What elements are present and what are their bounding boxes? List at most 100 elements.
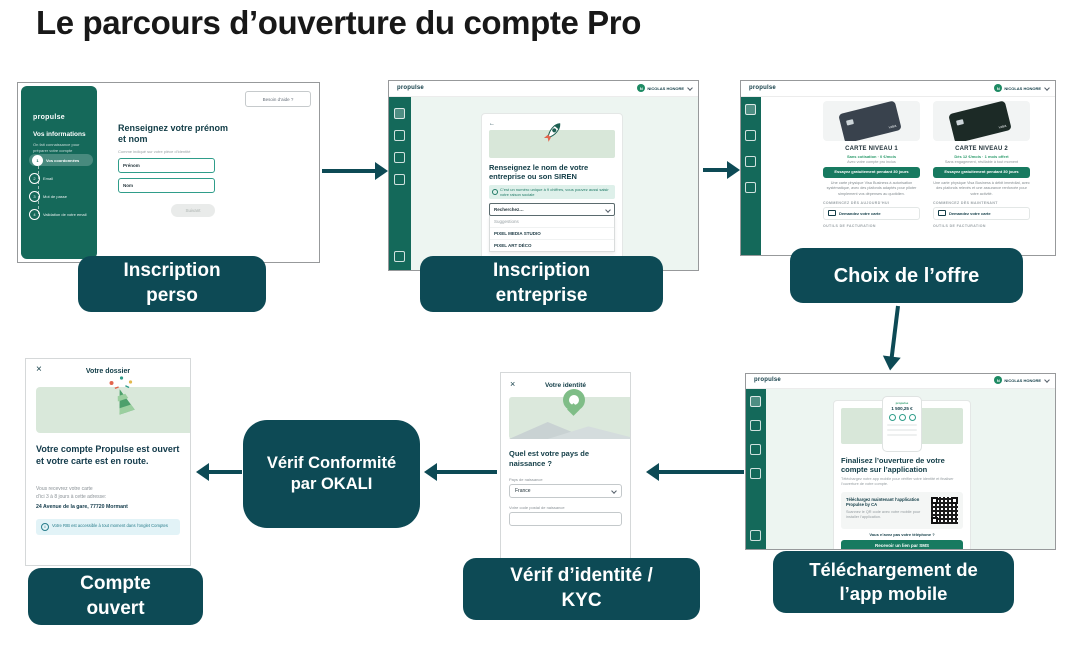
step-item-coordonnees[interactable]: 1 Vos coordonnées bbox=[29, 154, 93, 166]
home-icon[interactable] bbox=[750, 396, 761, 407]
settings-icon[interactable] bbox=[394, 251, 405, 262]
nav-rail bbox=[741, 96, 761, 255]
step-item-validation[interactable]: 4 Validation de votre email bbox=[29, 208, 87, 220]
rib-info-box: i Votre RIB est accessible à tout moment… bbox=[36, 519, 180, 535]
close-icon[interactable]: × bbox=[510, 379, 516, 389]
qr-box-text: Scannez le QR code avec votre mobile pou… bbox=[846, 510, 921, 520]
sidebar-subtext: On fait connaissance pour préparer votre… bbox=[33, 142, 80, 153]
step-number: 2 bbox=[29, 172, 40, 184]
chevron-down-icon bbox=[1044, 377, 1050, 383]
party-popper-icon bbox=[109, 376, 135, 415]
phone-mockup: propulse 1 500,25 € bbox=[882, 396, 922, 452]
accounts-icon[interactable] bbox=[750, 420, 761, 431]
invoices-icon[interactable] bbox=[750, 468, 761, 479]
arrow-offer-to-app bbox=[889, 305, 900, 358]
offer-title: CARTE NIVEAU 2 bbox=[955, 146, 1008, 152]
chevron-down-icon bbox=[1044, 85, 1050, 91]
sms-link-button[interactable]: Recevoir un lien par SMS bbox=[841, 539, 963, 549]
phone-list-row bbox=[887, 424, 917, 426]
form-heading: Renseignez votre prénom et nom bbox=[118, 123, 229, 145]
step-item-password[interactable]: 3 Mot de passe bbox=[29, 190, 67, 202]
order-card-row[interactable]: Demandez votre carte bbox=[933, 206, 1030, 220]
user-name: NICOLAS HONORE bbox=[647, 85, 684, 91]
invoices-icon[interactable] bbox=[745, 182, 756, 193]
avatar: N bbox=[637, 84, 646, 92]
next-button[interactable]: Suivant bbox=[171, 204, 215, 217]
node-verif-identite-kyc: Vérif d’identité / KYC bbox=[463, 558, 700, 620]
rib-info-text: Votre RIB est accessible à tout moment d… bbox=[52, 523, 168, 528]
download-heading: Finalisez l’ouverture de votre compte su… bbox=[841, 456, 945, 475]
node-compte-ouvert: Compte ouvert bbox=[28, 568, 203, 625]
invoices-icon[interactable] bbox=[394, 174, 405, 185]
offer-note: Sans engagement, résiliable à tout momen… bbox=[944, 160, 1019, 164]
download-card: propulse 1 500,25 € Finalisez l’ouvertur… bbox=[833, 396, 971, 549]
country-value: France bbox=[515, 488, 531, 494]
info-icon: i bbox=[41, 523, 49, 531]
location-pin-icon bbox=[562, 389, 585, 416]
country-label: Pays de naissance bbox=[509, 477, 543, 482]
visa-logo: VISA bbox=[998, 123, 1008, 130]
offer-card-level2: VISA CARTE NIVEAU 2 Dès 12 €/mois · 1 mo… bbox=[933, 101, 1030, 228]
cards-icon[interactable] bbox=[750, 444, 761, 455]
user-menu[interactable]: N NICOLAS HONORE bbox=[994, 84, 1050, 92]
cards-icon[interactable] bbox=[394, 152, 405, 163]
propulse-logo: propulse bbox=[754, 377, 781, 383]
phone-balance: 1 500,25 € bbox=[891, 406, 913, 411]
suggestions-dropdown: Suggestions PIXEL MEDIA STUDIO PIXEL ART… bbox=[489, 216, 615, 253]
chevron-down-icon bbox=[687, 85, 693, 91]
settings-icon[interactable] bbox=[750, 530, 761, 541]
try-free-button[interactable]: Essayez gratuitement pendant 30 jours bbox=[933, 167, 1030, 178]
offer-promo: Dès 12 €/mois · 1 mois offert bbox=[954, 154, 1009, 159]
firstname-field[interactable]: Prénom bbox=[118, 158, 215, 173]
screenshot-app-download: propulse N NICOLAS HONORE propulse 1 500… bbox=[745, 373, 1056, 550]
node-verif-conformite-okali: Vérif Conformité par OKALI bbox=[243, 420, 420, 528]
cards-icon[interactable] bbox=[745, 156, 756, 167]
try-free-button[interactable]: Essayez gratuitement pendant 30 jours bbox=[823, 167, 920, 178]
phone-list-row bbox=[887, 434, 917, 436]
pin-banner bbox=[509, 389, 630, 439]
country-select[interactable]: France bbox=[509, 484, 622, 498]
user-menu[interactable]: N NICOLAS HONORE bbox=[994, 376, 1050, 384]
card-image-level1: VISA bbox=[823, 101, 920, 141]
qr-box: Téléchargez maintenant l’application Pro… bbox=[841, 491, 963, 529]
home-icon[interactable] bbox=[745, 104, 756, 115]
accounts-icon[interactable] bbox=[394, 130, 405, 141]
home-icon[interactable] bbox=[394, 108, 405, 119]
accounts-icon[interactable] bbox=[745, 130, 756, 141]
arrow-okali-to-open bbox=[196, 463, 242, 481]
suggestion-item[interactable]: PIXEL ART DÉCO bbox=[490, 239, 614, 251]
suggestion-item[interactable]: Suggestions bbox=[494, 219, 519, 225]
qr-code bbox=[931, 496, 958, 524]
back-arrow-icon[interactable]: ← bbox=[489, 121, 495, 127]
lastname-field[interactable]: Nom bbox=[118, 178, 215, 193]
postal-input[interactable] bbox=[509, 512, 622, 526]
no-phone-link[interactable]: Vous n’avez pas votre téléphone ? bbox=[869, 531, 935, 537]
step-number: 4 bbox=[29, 208, 40, 220]
suggestion-item[interactable]: PIXEL MEDIA STUDIO bbox=[490, 227, 614, 239]
step-connector bbox=[38, 166, 39, 214]
close-icon[interactable]: × bbox=[36, 364, 42, 375]
node-label-line: entreprise bbox=[495, 285, 588, 306]
order-card-label: Demandez votre carte bbox=[839, 210, 881, 216]
offer-section-label: COMMENCEZ DÈS AUJOURD’HUI bbox=[823, 200, 890, 205]
node-label-line: Vérif Conformité bbox=[266, 453, 397, 472]
siren-hint: C’est un numéro unique à 9 chiffres, vou… bbox=[489, 184, 615, 200]
screenshot-account-open: × Votre dossier Votre compte Propulse es… bbox=[25, 358, 191, 566]
step-label: Mot de passe bbox=[43, 193, 68, 199]
propulse-logo: propulse bbox=[33, 114, 65, 121]
order-card-row[interactable]: Demandez votre carte bbox=[823, 206, 920, 220]
topbar: propulse N NICOLAS HONORE bbox=[741, 81, 1055, 97]
node-label-line: Compte bbox=[80, 572, 151, 594]
card-chip bbox=[955, 119, 964, 126]
node-label-line: perso bbox=[146, 285, 198, 306]
user-menu[interactable]: N NICOLAS HONORE bbox=[637, 84, 693, 92]
sidebar-heading: Vos informations bbox=[33, 131, 86, 138]
arrow-company-to-offer bbox=[703, 161, 740, 179]
screenshot-signup-company: propulse N NICOLAS HONORE ← bbox=[388, 80, 699, 271]
help-button[interactable]: Besoin d’aide ? bbox=[245, 91, 311, 107]
company-search-input[interactable]: Recherchez… bbox=[489, 203, 615, 217]
success-heading: Votre compte Propulse est ouvert et votr… bbox=[36, 444, 180, 467]
step-item-email[interactable]: 2 Email bbox=[29, 172, 53, 184]
order-card-label: Demandez votre carte bbox=[949, 210, 991, 216]
